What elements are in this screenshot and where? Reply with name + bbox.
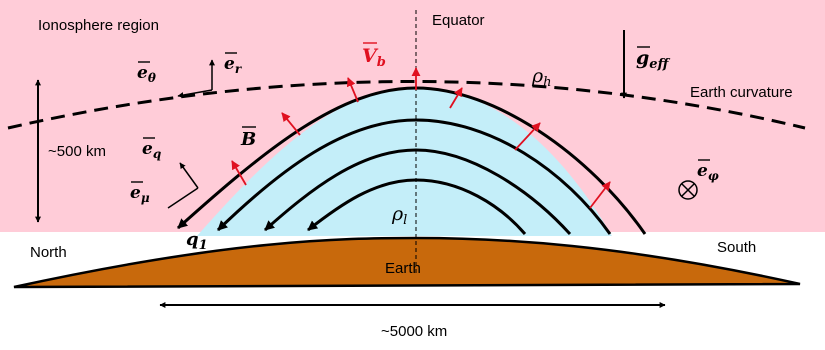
svg-text:er: er	[224, 54, 243, 76]
e-q-label: eq	[142, 137, 161, 161]
circle-cross-icon	[678, 180, 698, 200]
height-label: ~500 km	[48, 143, 106, 160]
v-b-label: Vb	[362, 42, 386, 70]
axes-link	[167, 187, 199, 209]
svg-text:geff: geff	[636, 47, 671, 72]
velocity-arrows	[231, 67, 611, 209]
velocity-arrow	[346, 77, 359, 103]
velocity-arrow	[449, 87, 463, 109]
svg-text:eθ: eθ	[137, 63, 156, 85]
earth-curvature-label: Earth curvature	[690, 84, 793, 101]
ionosphere-label: Ionosphere region	[38, 17, 159, 34]
field-line-2	[216, 118, 612, 235]
rho-h-label: ρh	[531, 65, 552, 90]
equator-label: Equator	[432, 12, 485, 29]
e-phi-label: eφ	[697, 159, 719, 183]
velocity-arrow	[231, 160, 247, 186]
q1-label: q1	[186, 229, 208, 253]
earth-label: Earth	[385, 260, 421, 277]
e-mu-label: eμ	[130, 181, 150, 205]
svg-text:eμ: eμ	[130, 183, 150, 205]
b-field-label: B	[240, 126, 256, 150]
field-line-3	[264, 148, 572, 236]
svg-text:Vb: Vb	[362, 45, 386, 70]
e-r-label: er	[224, 52, 243, 76]
svg-text:q1: q1	[186, 229, 208, 253]
rho-l-label: ρl	[391, 203, 407, 228]
svg-text:eφ: eφ	[697, 161, 719, 183]
field-line-4	[307, 178, 527, 235]
e-q-axis-arrow	[179, 162, 199, 189]
velocity-arrow	[514, 122, 541, 151]
south-label: South	[717, 239, 756, 256]
e-theta-axis-arrow	[177, 89, 213, 99]
svg-text:ρh: ρh	[531, 65, 552, 90]
e-theta-label: eθ	[137, 61, 156, 85]
velocity-arrow	[589, 181, 611, 209]
g-eff-label: geff	[636, 46, 671, 72]
north-label: North	[30, 244, 67, 261]
svg-text:ρl: ρl	[391, 203, 407, 228]
earth-curvature-line	[7, 80, 806, 130]
velocity-arrow	[281, 112, 301, 136]
svg-text:B: B	[240, 129, 256, 150]
width-label: ~5000 km	[381, 323, 447, 340]
svg-text:eq: eq	[142, 139, 161, 161]
